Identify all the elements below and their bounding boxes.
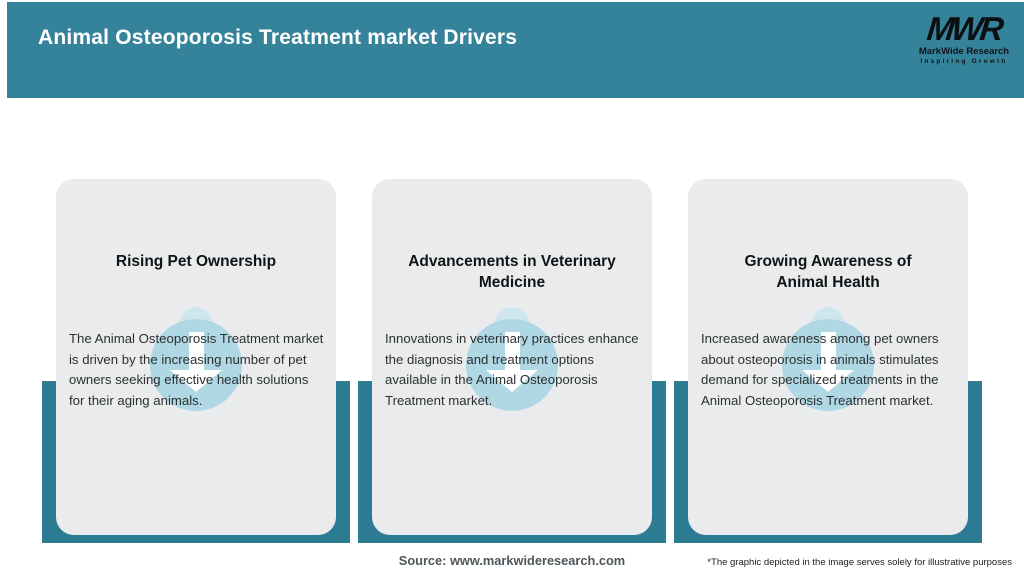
arrow-stem (504, 332, 520, 370)
logo-tagline: Inspiring Growth (920, 58, 1008, 65)
card-title: Growing Awareness of Animal Health (744, 253, 912, 291)
driver-card: Growing Awareness of Animal Health Incre… (688, 179, 968, 535)
driver-card-group-2: Advancements in Veterinary Medicine Inno… (358, 0, 666, 576)
arrow-stem (188, 332, 204, 370)
logo-name: MarkWide Research (918, 46, 1010, 57)
page-title: Animal Osteoporosis Treatment market Dri… (38, 26, 518, 49)
down-arrow-icon (150, 319, 242, 411)
driver-card-group-3: Growing Awareness of Animal Health Incre… (674, 0, 982, 576)
source-text: Source: www.markwideresearch.com (398, 553, 626, 568)
card-description: The Animal Osteoporosis Treatment market… (69, 331, 324, 408)
driver-card: Rising Pet Ownership The Animal Osteopor… (56, 179, 336, 535)
markwide-logo: MWR MarkWide Research Inspiring Growth (916, 10, 1012, 65)
driver-card: Advancements in Veterinary Medicine Inno… (372, 179, 652, 535)
card-title: Advancements in Veterinary Medicine (408, 253, 616, 291)
arrow-head (486, 370, 538, 392)
header-banner: Animal Osteoporosis Treatment market Dri… (7, 2, 1024, 98)
card-title: Rising Pet Ownership (115, 253, 277, 270)
driver-card-group-1: Rising Pet Ownership The Animal Osteopor… (42, 0, 350, 576)
card-description: Increased awareness among pet owners abo… (701, 331, 939, 408)
arrow-head (170, 370, 222, 392)
down-arrow-icon (466, 319, 558, 411)
down-arrow-icon (782, 319, 874, 411)
card-description: Innovations in veterinary practices enha… (385, 331, 639, 408)
arrow-stem (820, 332, 836, 370)
disclaimer-text: *The graphic depicted in the image serve… (707, 557, 1012, 568)
arrow-head (802, 370, 854, 392)
